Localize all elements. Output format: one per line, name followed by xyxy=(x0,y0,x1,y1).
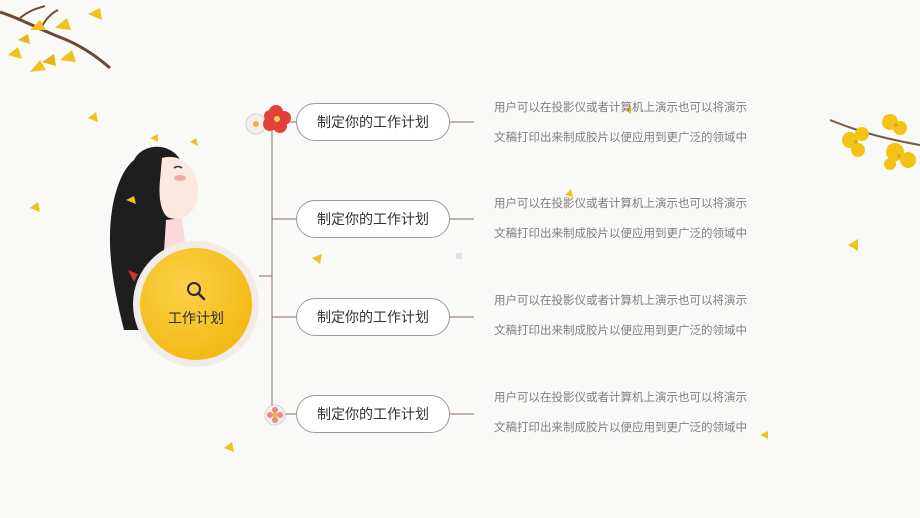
red-flower-ornament xyxy=(245,105,291,135)
description-line: 用户可以在投影仪或者计算机上演示也可以将演示 xyxy=(494,293,747,307)
center-hub: 工作计划 xyxy=(133,241,259,367)
description-line: 用户可以在投影仪或者计算机上演示也可以将演示 xyxy=(494,196,747,210)
description-line: 文稿打印出来制成胶片以便应用到更广泛的领域中 xyxy=(494,130,747,144)
item-description-1: 用户可以在投影仪或者计算机上演示也可以将演示 文稿打印出来制成胶片以便应用到更广… xyxy=(494,92,794,152)
item-description-2: 用户可以在投影仪或者计算机上演示也可以将演示 文稿打印出来制成胶片以便应用到更广… xyxy=(494,188,794,248)
item-title-pill-1: 制定你的工作计划 xyxy=(296,103,450,141)
magnifier-icon xyxy=(187,282,206,301)
yellow-flower-decoration xyxy=(829,114,920,170)
item-title-pill-4: 制定你的工作计划 xyxy=(296,395,450,433)
item-title-pill-3: 制定你的工作计划 xyxy=(296,298,450,336)
center-title: 工作计划 xyxy=(168,311,224,327)
item-description-3: 用户可以在投影仪或者计算机上演示也可以将演示 文稿打印出来制成胶片以便应用到更广… xyxy=(494,285,794,345)
ginkgo-branch-decoration xyxy=(0,5,111,72)
white-flower-ornament xyxy=(264,404,286,426)
description-line: 用户可以在投影仪或者计算机上演示也可以将演示 xyxy=(494,100,747,114)
item-title-pill-2: 制定你的工作计划 xyxy=(296,200,450,238)
description-line: 用户可以在投影仪或者计算机上演示也可以将演示 xyxy=(494,390,747,404)
description-line: 文稿打印出来制成胶片以便应用到更广泛的领域中 xyxy=(494,323,747,337)
item-description-4: 用户可以在投影仪或者计算机上演示也可以将演示 文稿打印出来制成胶片以便应用到更广… xyxy=(494,382,794,442)
description-line: 文稿打印出来制成胶片以便应用到更广泛的领域中 xyxy=(494,226,747,240)
description-line: 文稿打印出来制成胶片以便应用到更广泛的领域中 xyxy=(494,420,747,434)
center-hub-circle: 工作计划 xyxy=(140,248,252,360)
